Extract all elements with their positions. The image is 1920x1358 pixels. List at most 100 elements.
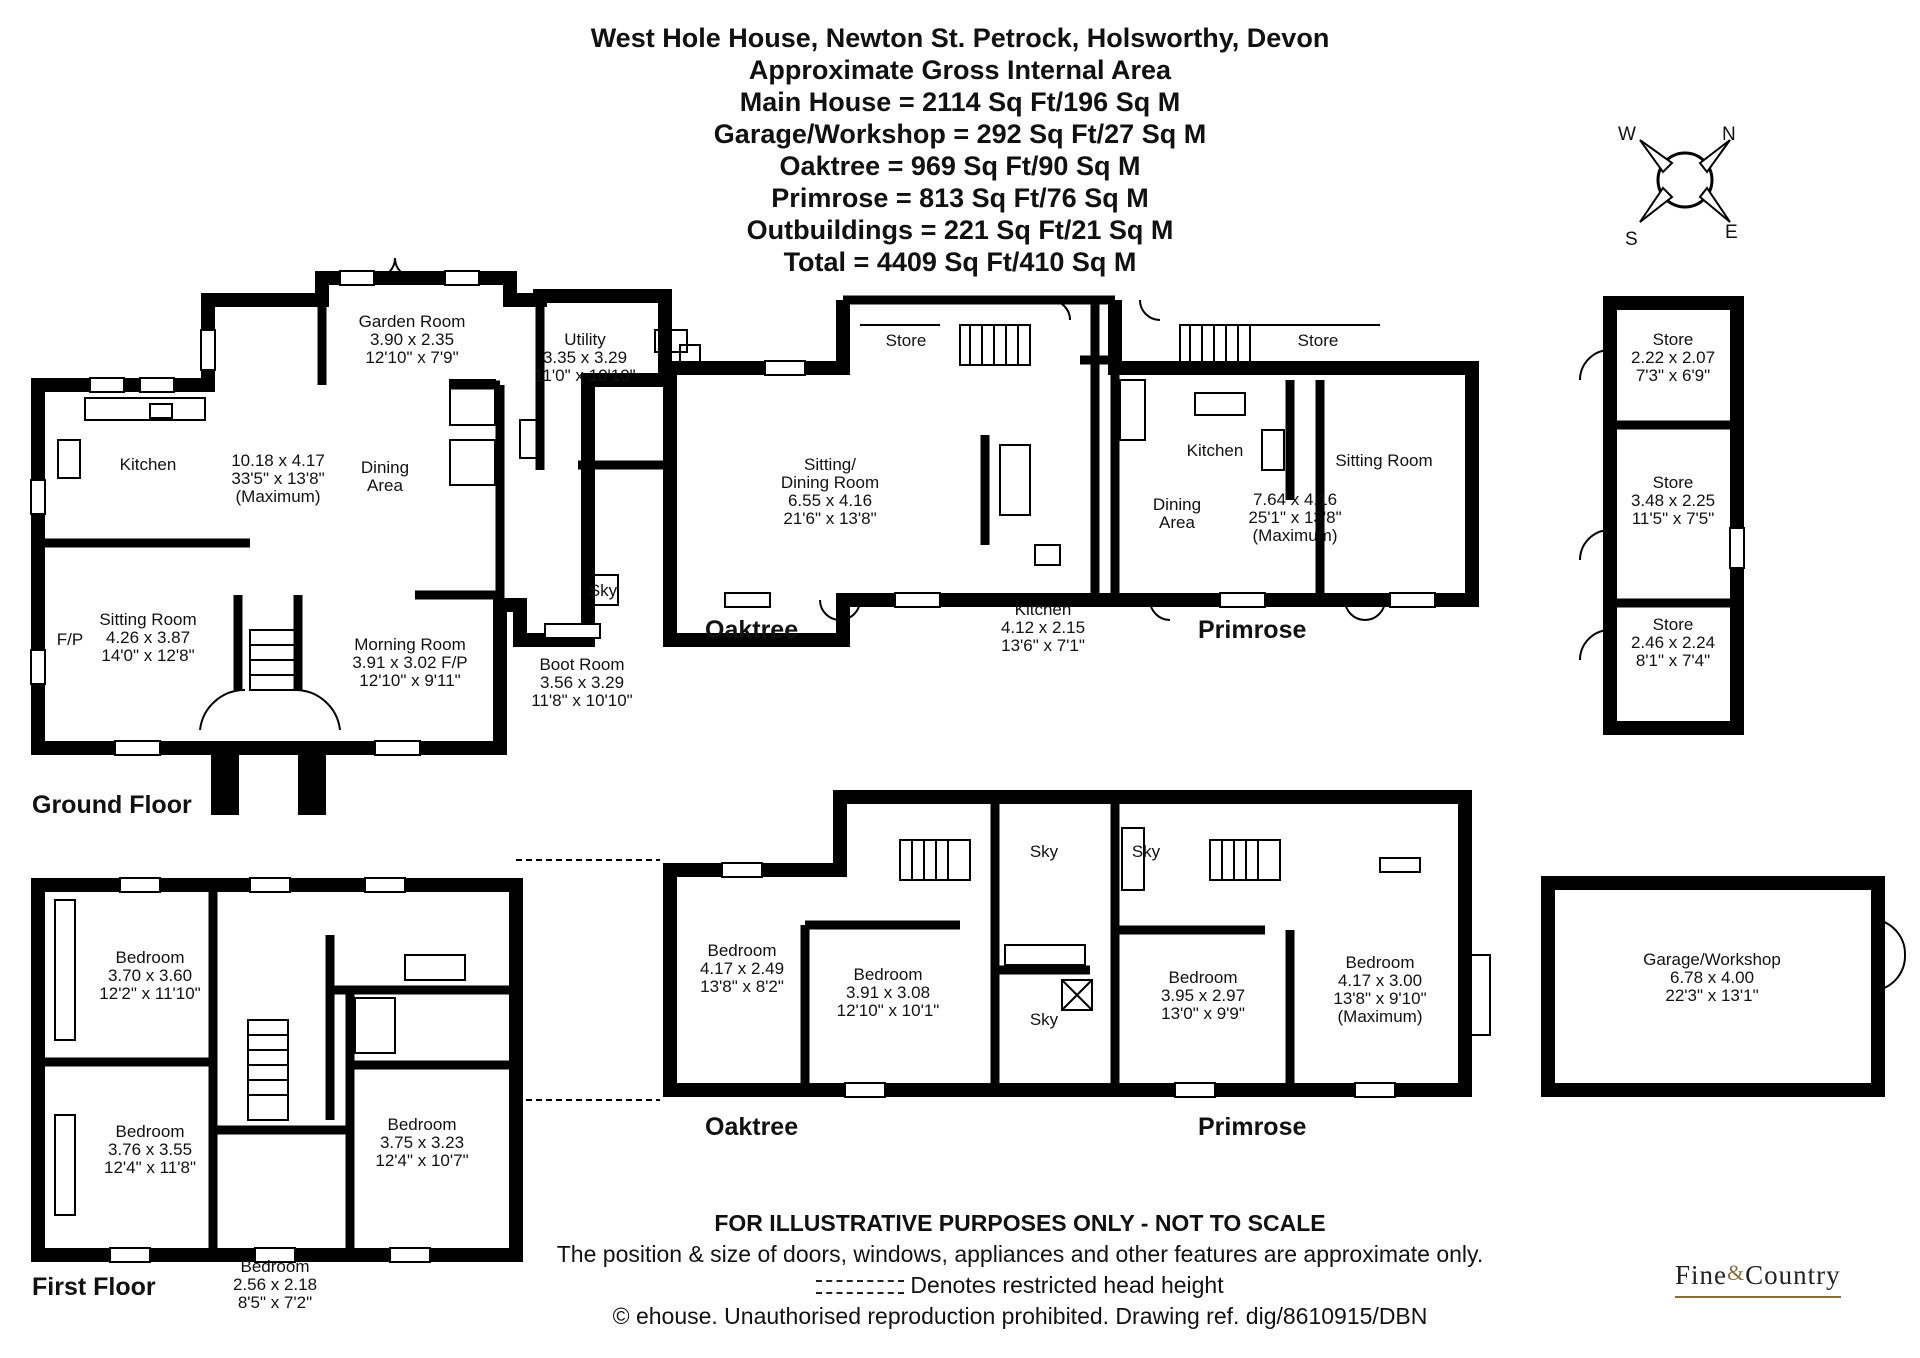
room-label-line: Sky xyxy=(589,581,618,600)
room-label-line: Kitchen xyxy=(120,455,177,474)
room-label-line: Bedroom xyxy=(116,948,185,967)
room-label-sky-c: Sky xyxy=(1030,1010,1059,1029)
room-label-line: Sky xyxy=(1030,1010,1059,1029)
room-label-line: Store xyxy=(1298,331,1339,350)
room-label-line: 2.56 x 2.18 xyxy=(233,1275,317,1294)
room-label-line: Dining Room xyxy=(781,473,879,492)
compass-w-label: W xyxy=(1618,124,1636,145)
room-label-kitchen-main: Kitchen xyxy=(120,455,177,474)
room-label-line: 3.90 x 2.35 xyxy=(370,330,454,349)
room-label-line: 4.17 x 3.00 xyxy=(1338,971,1422,990)
room-label-line: Store xyxy=(1653,615,1694,634)
room-label-line: 3.48 x 2.25 xyxy=(1631,491,1715,510)
room-label-sky-a: Sky xyxy=(1030,842,1059,861)
room-label-line: Dining xyxy=(1153,495,1201,514)
room-label-line: Area xyxy=(1159,513,1195,532)
room-label-line: 21'6" x 13'8" xyxy=(783,509,876,528)
room-label-line: 3.70 x 3.60 xyxy=(108,966,192,985)
compass-e-label: E xyxy=(1725,222,1738,243)
room-label-fp-left: F/P xyxy=(57,630,83,649)
oaktree-first-label: Oaktree xyxy=(705,1113,798,1141)
room-label-line: Kitchen xyxy=(1187,441,1244,460)
outbuildings xyxy=(1579,296,1745,735)
oaktree-ground-label: Oaktree xyxy=(705,616,798,644)
room-label-line: 2.22 x 2.07 xyxy=(1631,348,1715,367)
main-house-ground-floor xyxy=(30,257,701,815)
room-label-line: 3.56 x 3.29 xyxy=(540,673,624,692)
room-label-line: Utility xyxy=(564,330,606,349)
room-label-prim-sitting: Sitting Room xyxy=(1335,451,1432,470)
room-label-line: 13'0" x 9'9" xyxy=(1161,1004,1245,1023)
room-label-line: 3.91 x 3.02 F/P xyxy=(352,653,467,672)
room-label-oak-store: Store xyxy=(886,331,927,350)
ground-floor-label: Ground Floor xyxy=(32,791,192,819)
room-label-line: 3.75 x 3.23 xyxy=(380,1133,464,1152)
room-label-line: 13'8" x 9'10" xyxy=(1333,989,1426,1008)
room-label-line: 6.55 x 4.16 xyxy=(788,491,872,510)
room-label-line: Morning Room xyxy=(354,635,466,654)
room-label-line: 11'5" x 7'5" xyxy=(1632,509,1715,528)
compass-rose-icon: W N S E xyxy=(1618,124,1738,250)
room-label-line: 4.12 x 2.15 xyxy=(1001,618,1085,637)
room-label-line: 7'3" x 6'9" xyxy=(1636,366,1710,385)
room-label-line: 12'4" x 11'8" xyxy=(104,1158,196,1177)
disclaimer-heading: FOR ILLUSTRATIVE PURPOSES ONLY - NOT TO … xyxy=(714,1210,1326,1236)
room-label-line: Garage/Workshop xyxy=(1643,950,1781,969)
restricted-height-text: Denotes restricted head height xyxy=(910,1272,1224,1298)
property-title: West Hole House, Newton St. Petrock, Hol… xyxy=(590,23,1330,53)
room-label-line: Kitchen xyxy=(1015,600,1072,619)
room-label-line: Bedroom xyxy=(388,1115,457,1134)
first-floor-label: First Floor xyxy=(32,1273,156,1301)
room-label-line: 8'1" x 7'4" xyxy=(1636,651,1710,670)
area-garage: Garage/Workshop = 292 Sq Ft/27 Sq M xyxy=(713,119,1207,149)
room-label-line: 11'8" x 10'10" xyxy=(531,691,632,710)
logo-amp: & xyxy=(1727,1260,1746,1285)
area-outbuildings: Outbuildings = 221 Sq Ft/21 Sq M xyxy=(746,215,1174,245)
room-label-line: 33'5" x 13'8" xyxy=(231,469,324,488)
area-main-house: Main House = 2114 Sq Ft/196 Sq M xyxy=(739,87,1181,117)
room-label-line: 7.64 x 4.16 xyxy=(1253,490,1337,509)
oaktree-primrose-first xyxy=(663,790,1491,1098)
disclaimer-text: The position & size of doors, windows, a… xyxy=(556,1241,1484,1267)
logo-part2: Country xyxy=(1745,1260,1841,1290)
room-label-line: (Maximum) xyxy=(1253,526,1338,545)
room-label-line: F/P xyxy=(57,630,83,649)
room-label-line: Sky xyxy=(1132,842,1161,861)
room-label-line: Boot Room xyxy=(539,655,624,674)
room-label-prim-kitchen: Kitchen xyxy=(1187,441,1244,460)
room-label-line: Sky xyxy=(1030,842,1059,861)
room-label-line: 12'10" x 7'9" xyxy=(365,348,458,367)
room-label-line: Bedroom xyxy=(854,965,923,984)
compass-s-label: S xyxy=(1625,229,1638,250)
garage-workshop-building xyxy=(1541,876,1907,1097)
room-label-line: Garden Room xyxy=(359,312,466,331)
restricted-height-icon xyxy=(816,1279,905,1294)
logo-part1: Fine xyxy=(1675,1260,1728,1290)
room-label-line: Bedroom xyxy=(241,1257,310,1276)
room-label-line: Store xyxy=(1653,473,1694,492)
restricted-height-legend: Denotes restricted head height xyxy=(520,1270,1520,1301)
room-label-line: 8'5" x 7'2" xyxy=(238,1293,312,1312)
room-label-line: (Maximum) xyxy=(1338,1007,1423,1026)
room-label-line: 14'0" x 12'8" xyxy=(101,646,194,665)
room-label-line: 4.17 x 2.49 xyxy=(700,959,784,978)
room-label-line: 13'6" x 7'1" xyxy=(1001,636,1085,655)
room-label-prim-store: Store xyxy=(1298,331,1339,350)
compass-n-label: N xyxy=(1722,124,1736,145)
